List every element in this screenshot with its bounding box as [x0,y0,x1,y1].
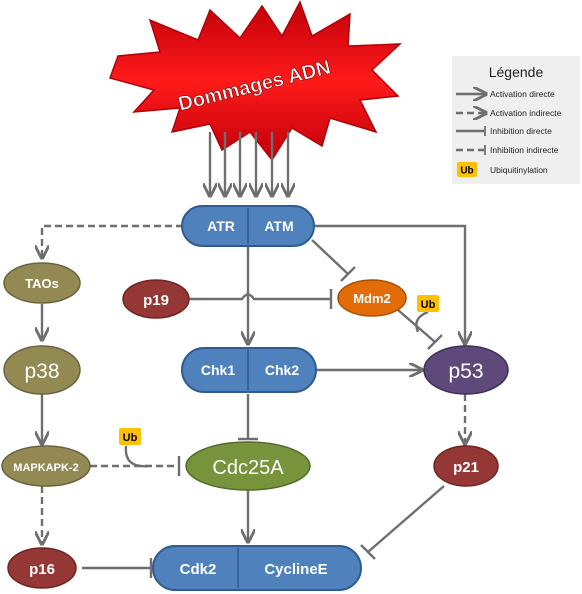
node-atr-atm: ATR ATM [181,205,315,247]
legend-item-activation-direct: Activation directe [490,89,555,99]
node-mapkapk2: MAPKAPK-2 [1,445,91,487]
node-taos: TAOs [3,262,81,304]
node-cdk2-cyclinee: Cdk2 CyclineE [152,545,362,591]
node-p16-label: p16 [29,561,55,578]
legend: Légende Activation directe Activation in… [452,56,580,184]
legend-item-inhibition-indirect: Inhibition indirecte [490,145,559,155]
legend-item-inhibition-direct: Inhibition directe [490,126,552,136]
node-chk1-chk2: Chk1 Chk2 [181,347,317,393]
node-p38-label: p38 [24,360,59,383]
edge-atm-p53 [314,224,465,344]
edge-atr-taos [42,224,183,258]
node-p21: p21 [433,445,499,487]
node-chk1-label: Chk1 [201,362,235,378]
node-atm-label: ATM [264,218,293,234]
ub-tag-label: Ub [421,299,436,311]
node-p53: p53 [423,345,509,395]
node-chk2-label: Chk2 [265,362,299,378]
node-cdc25a-label: Cdc25A [212,457,284,479]
node-p21-label: p21 [453,459,479,476]
ub-tag-label: Ub [123,432,138,444]
burst-arrows [210,132,288,196]
node-p19: p19 [122,279,190,319]
legend-ub-icon-label: Ub [460,166,473,177]
edge-p21-cdk2 [367,485,445,553]
node-atr-label: ATR [207,218,235,234]
node-mapkapk2-label: MAPKAPK-2 [13,462,78,474]
burst-shape [109,0,402,162]
legend-title: Légende [489,64,544,80]
edges [42,224,465,578]
ub-tag-mdm2: Ub [417,295,439,312]
node-cyclinee-label: CyclineE [264,561,327,578]
legend-item-activation-indirect: Activation indirecte [490,108,562,118]
dna-damage-burst: Dommages ADN [109,0,402,162]
legend-item-ubiquitinylation: Ubiquitinylation [490,165,548,175]
node-p38: p38 [3,345,81,395]
node-mdm2: Mdm2 [337,279,407,317]
node-cdc25a: Cdc25A [185,441,311,491]
edge-p19-mdm2 [188,293,330,301]
node-p16: p16 [7,547,77,589]
node-p19-label: p19 [143,292,169,309]
node-mdm2-label: Mdm2 [353,291,391,306]
node-cdk2-label: Cdk2 [180,561,217,578]
node-taos-label: TAOs [25,276,59,291]
node-p53-label: p53 [448,360,483,383]
ub-tag-mapkapk2: Ub [119,428,141,445]
legend-ub-icon [457,162,477,177]
edge-atm-mdm2 [311,239,349,275]
